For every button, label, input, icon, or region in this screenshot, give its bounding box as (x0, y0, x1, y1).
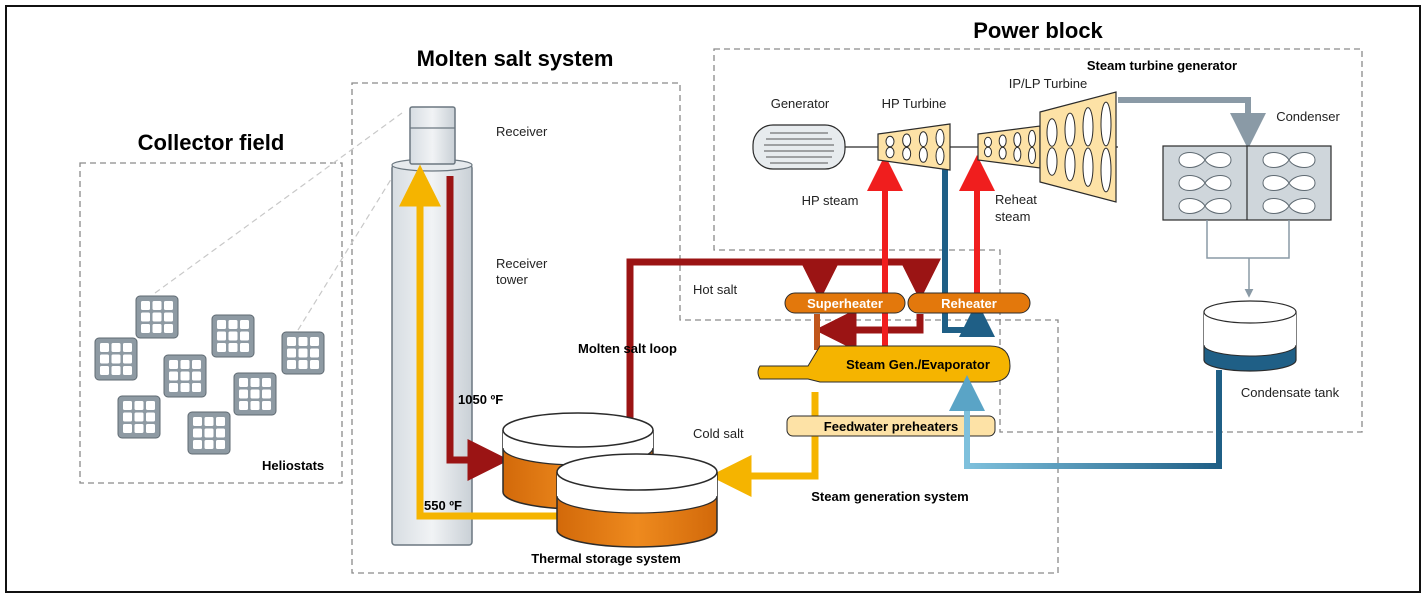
superheater: Superheater (784, 292, 906, 314)
hp-steam-label: HP steam (802, 193, 859, 208)
steam-generator-evaporator: Steam Gen./Evaporator (757, 345, 1011, 383)
thermal-storage-label: Thermal storage system (531, 551, 681, 566)
svg-text:Superheater: Superheater (807, 296, 883, 311)
feedwater-preheaters: Feedwater preheaters (786, 415, 996, 437)
hot-salt-label: Hot salt (693, 282, 737, 297)
condensate-tank (1203, 300, 1297, 372)
sunlight-line-upper (297, 167, 399, 331)
condensate-tank-label: Condensate tank (1241, 385, 1340, 400)
heliostat (281, 331, 325, 375)
hot-salt-reheater-return (814, 309, 924, 351)
heliostat (135, 295, 179, 339)
hp-turbine-label: HP Turbine (882, 96, 947, 111)
iplp-turbine (977, 91, 1117, 203)
heliostat (117, 395, 161, 439)
condensate-line (1206, 220, 1290, 259)
collector-field-title: Collector field (138, 130, 285, 155)
heliostat (211, 314, 255, 358)
heliostat (94, 337, 138, 381)
power-block-box (713, 48, 1363, 433)
cold-salt-label: Cold salt (693, 426, 744, 441)
sunlight-line-lower (154, 112, 403, 294)
cold-salt-return-pipe (709, 392, 819, 497)
receiver-tower (391, 158, 473, 546)
receiver-tower-label-line2: tower (496, 272, 528, 287)
hp-turbine (877, 123, 951, 171)
steam-generation-system-label: Steam generation system (811, 489, 969, 504)
molten-salt-loop-pipe (626, 258, 941, 420)
svg-text:Steam Gen./Evaporator: Steam Gen./Evaporator (846, 357, 990, 372)
condenser (1162, 145, 1332, 221)
steam-turbine-generator-label: Steam turbine generator (1087, 58, 1237, 73)
molten-salt-system-box (351, 82, 1059, 574)
heliostat (163, 354, 207, 398)
reheater: Reheater (907, 292, 1031, 314)
hot-salt-temperature: 1050 ºF (458, 392, 503, 407)
iplp-turbine-label: IP/LP Turbine (1009, 76, 1088, 91)
receiver-tower-label-line1: Receiver (496, 256, 548, 271)
molten-salt-loop-label: Molten salt loop (578, 341, 677, 356)
heliostat-array (94, 295, 325, 455)
cold-salt-temperature: 550 ºF (424, 498, 462, 513)
cold-salt-tank (556, 453, 718, 548)
cold-reheat-line (942, 160, 995, 337)
heliostat (233, 372, 277, 416)
condenser-label: Condenser (1276, 109, 1340, 124)
exhaust-steam-line (1118, 97, 1266, 149)
receiver (409, 106, 456, 165)
cold-salt-riser (399, 164, 560, 520)
generator (752, 124, 846, 170)
hot-salt-downcomer (446, 176, 510, 481)
heliostat (187, 411, 231, 455)
heliostats-label: Heliostats (262, 458, 324, 473)
reheat-steam-label-line2: steam (995, 209, 1030, 224)
feedwater-return-line (964, 370, 1222, 469)
generator-label: Generator (771, 96, 830, 111)
diagram-frame (5, 5, 1421, 593)
molten-salt-system-title: Molten salt system (417, 46, 614, 71)
power-block-title: Power block (973, 18, 1103, 43)
svg-text:Reheater: Reheater (941, 296, 997, 311)
svg-text:Feedwater preheaters: Feedwater preheaters (824, 419, 958, 434)
collector-field-box (79, 162, 343, 484)
reheat-steam-label-line1: Reheat (995, 192, 1037, 207)
receiver-label: Receiver (496, 124, 548, 139)
